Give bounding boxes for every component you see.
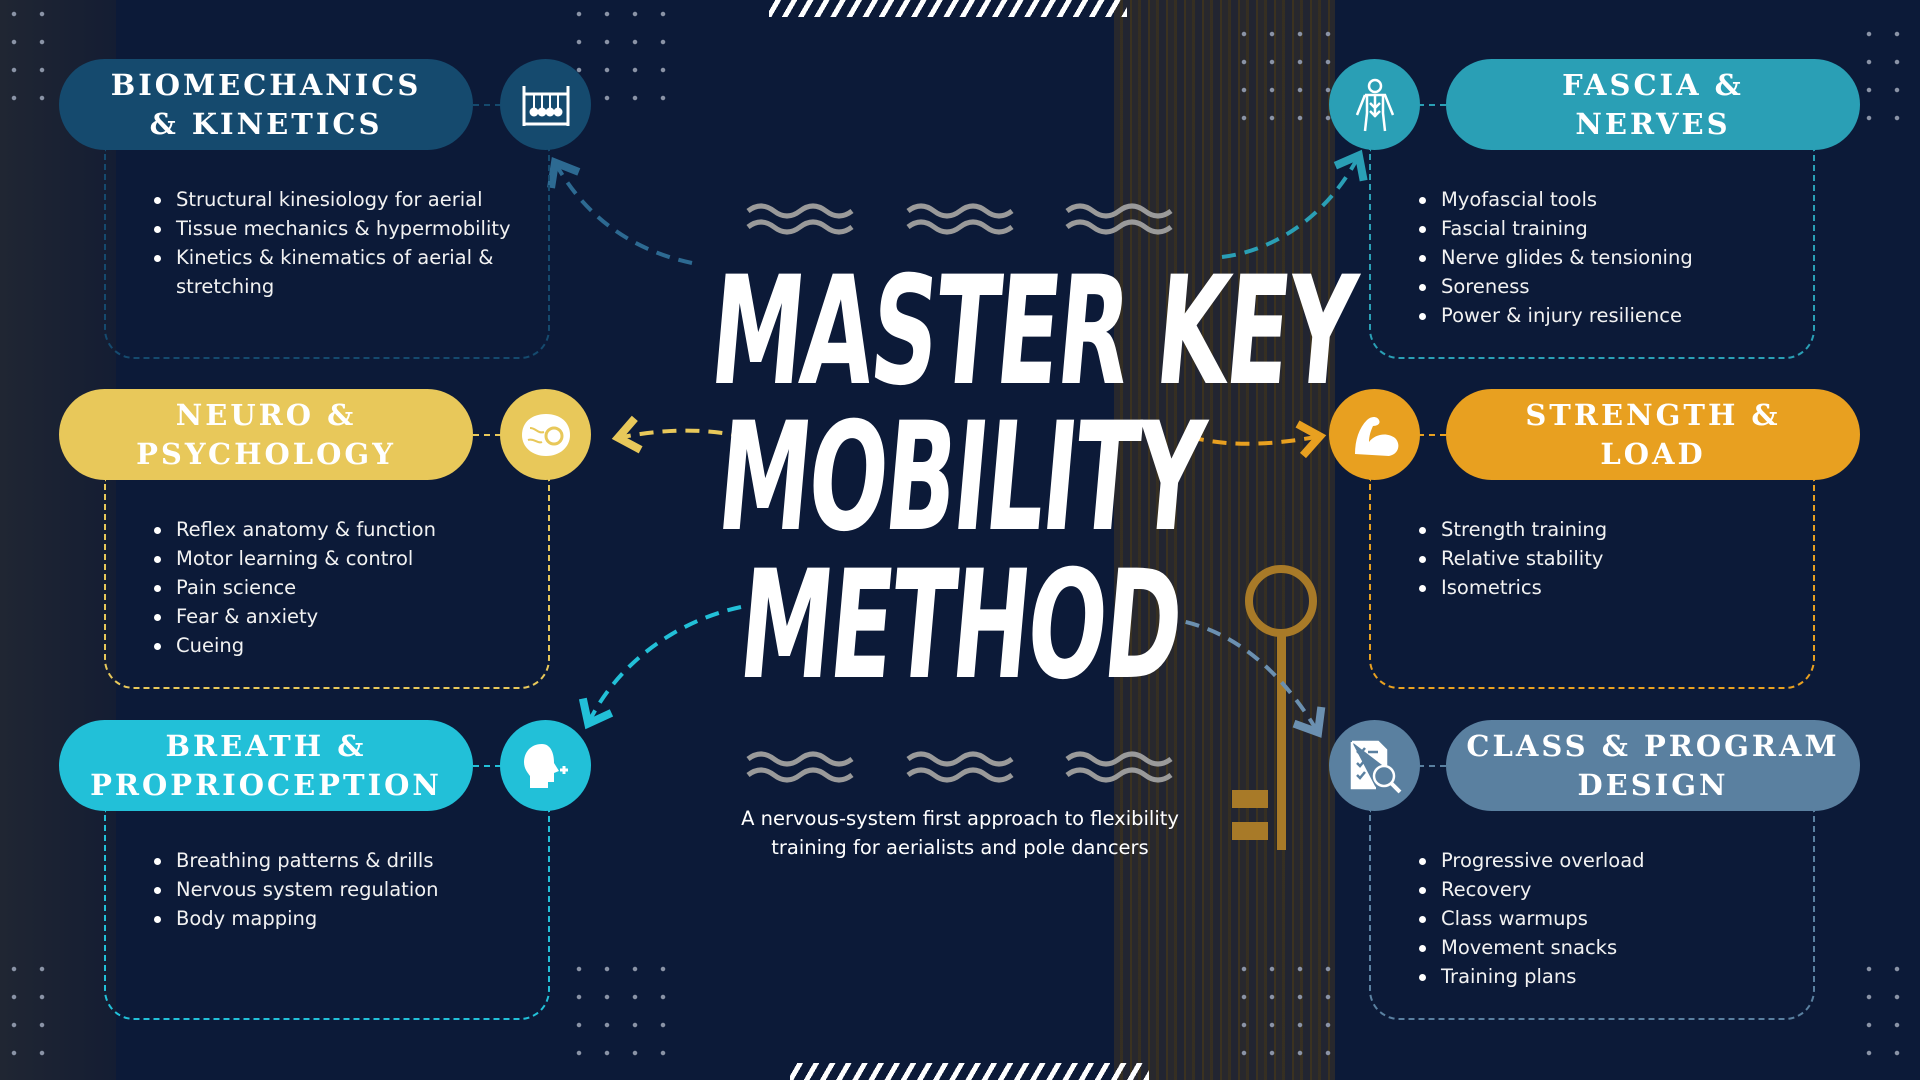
neuro-title-line1: NEURO & [175,397,357,432]
human-anatomy-icon [1329,59,1420,150]
list-item: Recovery [1419,875,1783,904]
biomechanics-title-line1: BIOMECHANICS [110,67,422,102]
strength-title-pill: STRENGTH & LOAD [1446,389,1860,480]
stripe-decoration-bottom [790,1063,1149,1080]
wave-decoration [1065,203,1173,235]
list-item: Fear & anxiety [154,602,518,631]
key-image [1245,565,1317,637]
wood-background [1114,0,1335,1080]
class-title-line2: DESIGN [1577,767,1729,802]
dot-pattern [0,955,60,1075]
class-title-pill: CLASS & PROGRAM DESIGN [1446,720,1860,811]
dot-pattern [1855,955,1915,1075]
list-item: Relative stability [1419,544,1783,573]
flexed-bicep-icon [1329,389,1420,480]
strength-title-line2: LOAD [1600,436,1706,471]
fascia-title-line2: NERVES [1575,106,1731,141]
arrow-strength [1189,420,1327,459]
head-breath-icon [500,720,591,811]
dot-pattern [1855,20,1915,140]
wave-decoration [746,751,854,783]
strength-title-line1: STRENGTH & [1525,397,1781,432]
list-item: Training plans [1419,962,1783,991]
list-item: Class warmups [1419,904,1783,933]
connector-line [1418,104,1446,106]
list-item: Myofascial tools [1419,185,1783,214]
breath-title-pill: BREATH & PROPRIOCEPTION [59,720,473,811]
list-item: Body mapping [154,904,518,933]
list-item: Structural kinesiology for aerial [154,185,518,214]
biomechanics-title-pill: BIOMECHANICS & KINETICS [59,59,473,150]
arrow-biomechanics [547,156,693,265]
wave-decoration [1065,751,1173,783]
brain-gear-icon [500,389,591,480]
biomechanics-title-line2: & KINETICS [149,106,383,141]
dot-pattern [1230,20,1350,140]
wave-decoration [906,751,1014,783]
list-item: Pain science [154,573,518,602]
connector-line [1418,765,1446,767]
list-item: Fascial training [1419,214,1783,243]
list-item: Nerve glides & tensioning [1419,243,1783,272]
list-item: Strength training [1419,515,1783,544]
main-title-line2: MOBILITY [711,391,1209,565]
list-item: Power & injury resilience [1419,301,1783,330]
list-item: Reflex anatomy & function [154,515,518,544]
list-item: Soreness [1419,272,1783,301]
neuro-title-pill: NEURO & PSYCHOLOGY [59,389,473,480]
subtitle-line2: training for aerialists and pole dancers [771,836,1149,859]
subtitle: A nervous-system first approach to flexi… [700,804,1220,862]
wave-decoration [906,203,1014,235]
checklist-search-icon [1329,720,1420,811]
main-title-line1: MASTER KEY [704,245,1361,419]
fascia-title-line1: FASCIA & [1562,67,1744,102]
class-title-line1: CLASS & PROGRAM [1466,728,1840,763]
connector-line [473,104,501,106]
list-item: Motor learning & control [154,544,518,573]
dot-pattern [565,955,685,1075]
key-bit [1232,790,1268,840]
list-item: Cueing [154,631,518,660]
arrow-class [1162,616,1326,738]
wave-decoration [746,203,854,235]
stripe-decoration-top [769,0,1127,17]
newtons-cradle-icon [500,59,591,150]
key-shaft [1277,635,1286,850]
list-item: Tissue mechanics & hypermobility [154,214,518,243]
subtitle-line1: A nervous-system first approach to flexi… [741,807,1179,830]
main-title-line3: METHOD [733,539,1187,713]
list-item: Kinetics & kinematics of aerial & stretc… [154,243,518,301]
list-item: Isometrics [1419,573,1783,602]
breath-title-line2: PROPRIOCEPTION [90,767,442,802]
connector-line [473,765,501,767]
neuro-title-line2: PSYCHOLOGY [136,436,396,471]
list-item: Breathing patterns & drills [154,846,518,875]
dot-pattern [1230,955,1350,1075]
list-item: Nervous system regulation [154,875,518,904]
arrow-breath [578,605,742,730]
fascia-title-pill: FASCIA & NERVES [1446,59,1860,150]
list-item: Movement snacks [1419,933,1783,962]
dot-pattern [0,0,60,120]
connector-line [1418,434,1446,436]
arrow-fascia [1221,149,1368,259]
connector-line [473,434,501,436]
list-item: Progressive overload [1419,846,1783,875]
background-left-strip [0,0,116,1080]
breath-title-line1: BREATH & [165,728,367,763]
